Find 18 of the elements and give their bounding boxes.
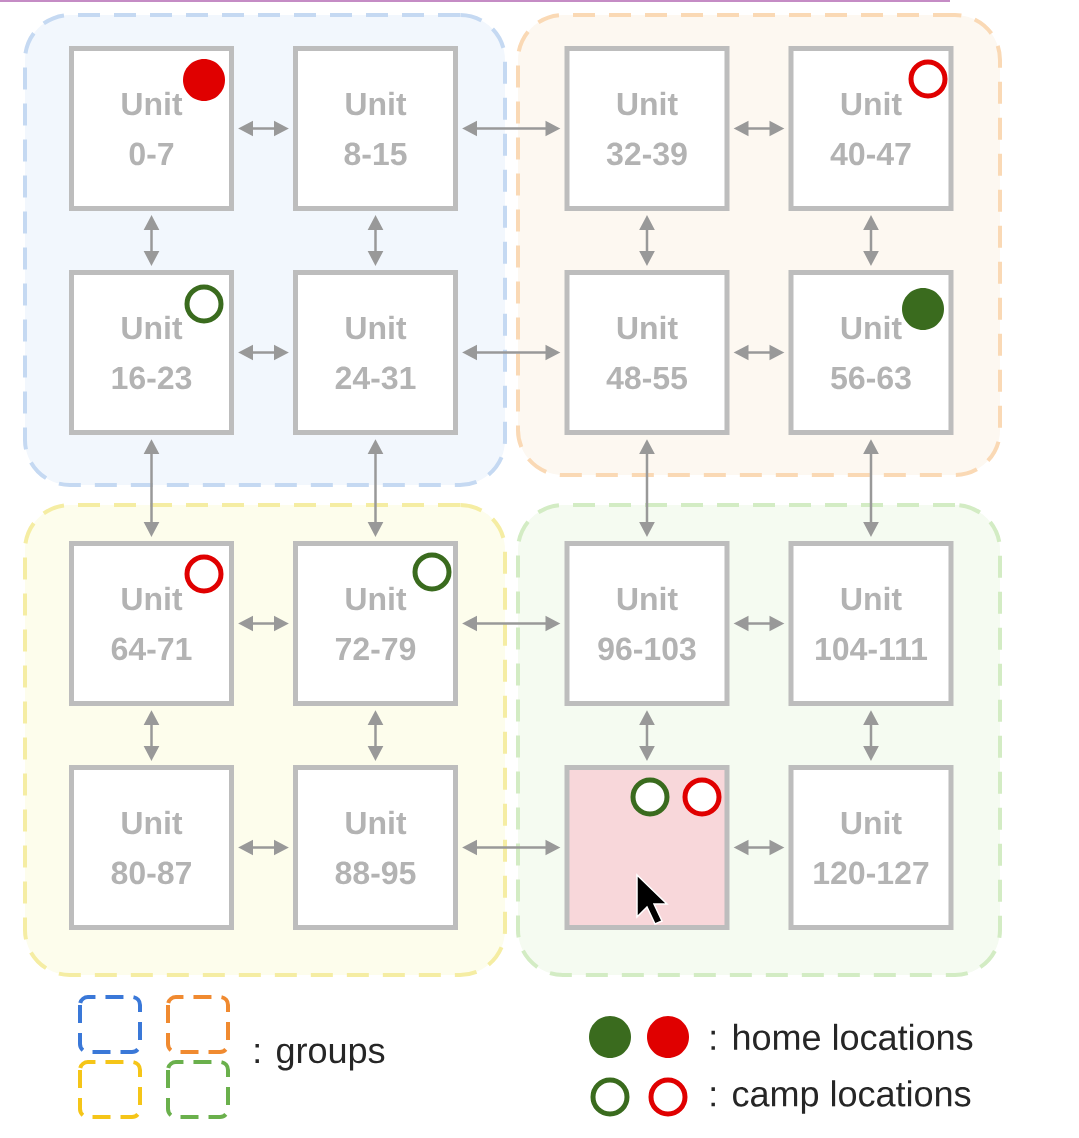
unit-box: Unit 8-15	[293, 46, 458, 211]
unit-box: Unit 16-23	[69, 270, 234, 435]
unit-box: Unit 96-103	[564, 541, 730, 706]
legend-label: : groups	[255, 1043, 385, 1071]
unit-box: Unit 32-39	[564, 46, 730, 211]
unit-box: Unit 72-79	[293, 541, 458, 706]
unit-box: Unit 40-47	[788, 46, 954, 211]
unit-box: Unit 88-95	[293, 765, 458, 930]
unit-box: Unit 120-127	[788, 765, 954, 930]
unit-box: Unit 80-87	[69, 765, 234, 930]
unit-box: Unit 64-71	[69, 541, 234, 706]
unit-box: Unit 104-111	[788, 541, 954, 706]
unit-box: Unit 0-7	[69, 46, 234, 211]
legend-label: : home locations	[711, 1023, 973, 1051]
unit-box: Unit 24-31	[293, 270, 458, 435]
unit-box: Unit 48-55	[564, 270, 730, 435]
legend-label: : camp locations	[711, 1080, 971, 1114]
unit-box: Unit 56-63	[788, 270, 954, 435]
